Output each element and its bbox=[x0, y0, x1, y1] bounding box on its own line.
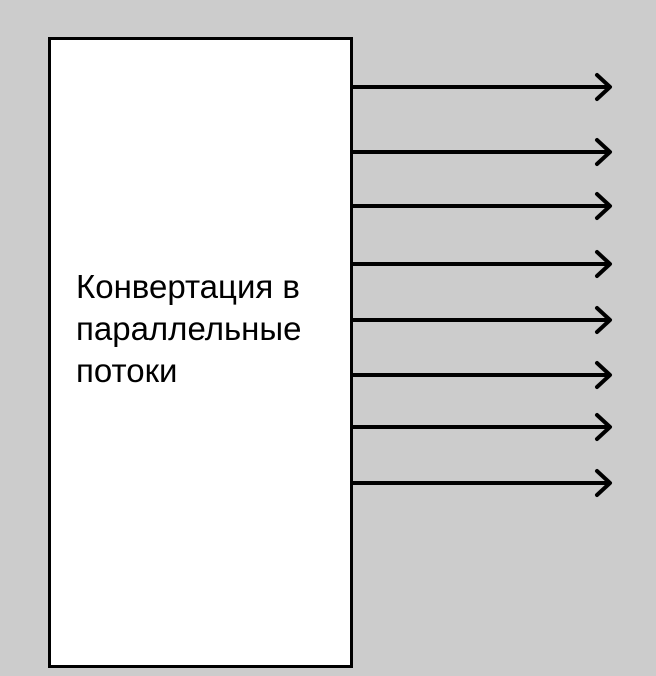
output-arrow bbox=[350, 306, 612, 334]
output-arrow-head bbox=[595, 192, 612, 220]
output-arrow bbox=[350, 73, 612, 101]
output-arrow-head bbox=[595, 361, 612, 389]
conversion-block bbox=[48, 37, 353, 668]
output-arrow bbox=[350, 250, 612, 278]
output-arrow-head bbox=[595, 306, 612, 334]
block-label-line-1: Конвертация в bbox=[76, 268, 300, 305]
block-label-line-2: параллельные bbox=[76, 310, 302, 347]
output-arrow bbox=[350, 138, 612, 166]
output-arrow bbox=[350, 469, 612, 497]
output-arrow-head bbox=[595, 250, 612, 278]
block-label-line-3: потоки bbox=[76, 352, 178, 389]
output-arrow-head bbox=[595, 138, 612, 166]
output-arrow-head bbox=[595, 73, 612, 101]
block-label: Конвертация в параллельные потоки bbox=[76, 266, 346, 392]
output-arrow-head bbox=[595, 469, 612, 497]
output-arrow bbox=[350, 413, 612, 441]
output-arrow bbox=[350, 361, 612, 389]
output-arrow-head bbox=[595, 413, 612, 441]
output-arrow bbox=[350, 192, 612, 220]
